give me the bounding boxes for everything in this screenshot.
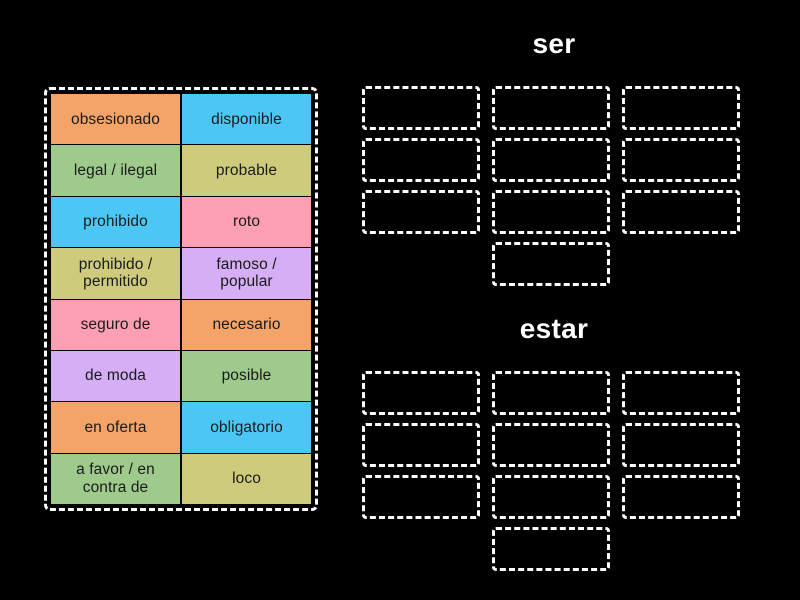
slot-extra-row-estar: [362, 527, 746, 571]
drop-slot-ser-1[interactable]: [362, 86, 480, 130]
drop-slot-estar-8[interactable]: [492, 475, 610, 519]
word-tile[interactable]: probable: [182, 145, 311, 196]
word-tile[interactable]: prohibido: [51, 196, 180, 248]
drop-slot-estar-4[interactable]: [362, 423, 480, 467]
drop-slot-ser-2[interactable]: [492, 86, 610, 130]
drop-slot-ser-7[interactable]: [362, 190, 480, 234]
word-tile[interactable]: obsesionado: [51, 94, 180, 145]
word-tile[interactable]: legal / ilegal: [51, 145, 180, 196]
word-tile[interactable]: seguro de: [51, 299, 180, 350]
drop-slot-ser-8[interactable]: [492, 190, 610, 234]
drop-slot-estar-6[interactable]: [622, 423, 740, 467]
drop-group-ser: ser: [362, 28, 746, 298]
drop-slot-ser-5[interactable]: [492, 138, 610, 182]
drop-slot-ser-10[interactable]: [492, 242, 610, 286]
drop-slot-estar-3[interactable]: [622, 371, 740, 415]
drop-group-estar: estar: [362, 313, 746, 583]
word-tile[interactable]: de moda: [51, 350, 180, 402]
group-title-estar: estar: [519, 313, 589, 344]
word-tile[interactable]: posible: [182, 350, 311, 402]
word-tile[interactable]: famoso / popular: [182, 248, 311, 299]
word-tile[interactable]: roto: [182, 196, 311, 248]
drop-slot-ser-4[interactable]: [362, 138, 480, 182]
slot-grid-estar: [362, 371, 746, 519]
drop-slot-ser-9[interactable]: [622, 190, 740, 234]
drop-slot-estar-1[interactable]: [362, 371, 480, 415]
drop-slot-ser-6[interactable]: [622, 138, 740, 182]
word-tile[interactable]: a favor / en contra de: [51, 453, 180, 504]
word-tile[interactable]: obligatorio: [182, 402, 311, 453]
drop-slot-ser-3[interactable]: [622, 86, 740, 130]
word-tile[interactable]: en oferta: [51, 402, 180, 453]
drop-slot-estar-2[interactable]: [492, 371, 610, 415]
word-tile[interactable]: necesario: [182, 299, 311, 350]
drop-slot-estar-9[interactable]: [622, 475, 740, 519]
word-tile[interactable]: loco: [182, 453, 311, 504]
drop-slot-estar-10[interactable]: [492, 527, 610, 571]
word-tile[interactable]: prohibido / permitido: [51, 248, 180, 299]
slot-extra-row-ser: [362, 242, 746, 286]
word-tile[interactable]: disponible: [182, 94, 311, 145]
drop-slot-estar-5[interactable]: [492, 423, 610, 467]
group-title-ser: ser: [532, 28, 576, 59]
slot-grid-ser: [362, 86, 746, 234]
drop-slot-estar-7[interactable]: [362, 475, 480, 519]
